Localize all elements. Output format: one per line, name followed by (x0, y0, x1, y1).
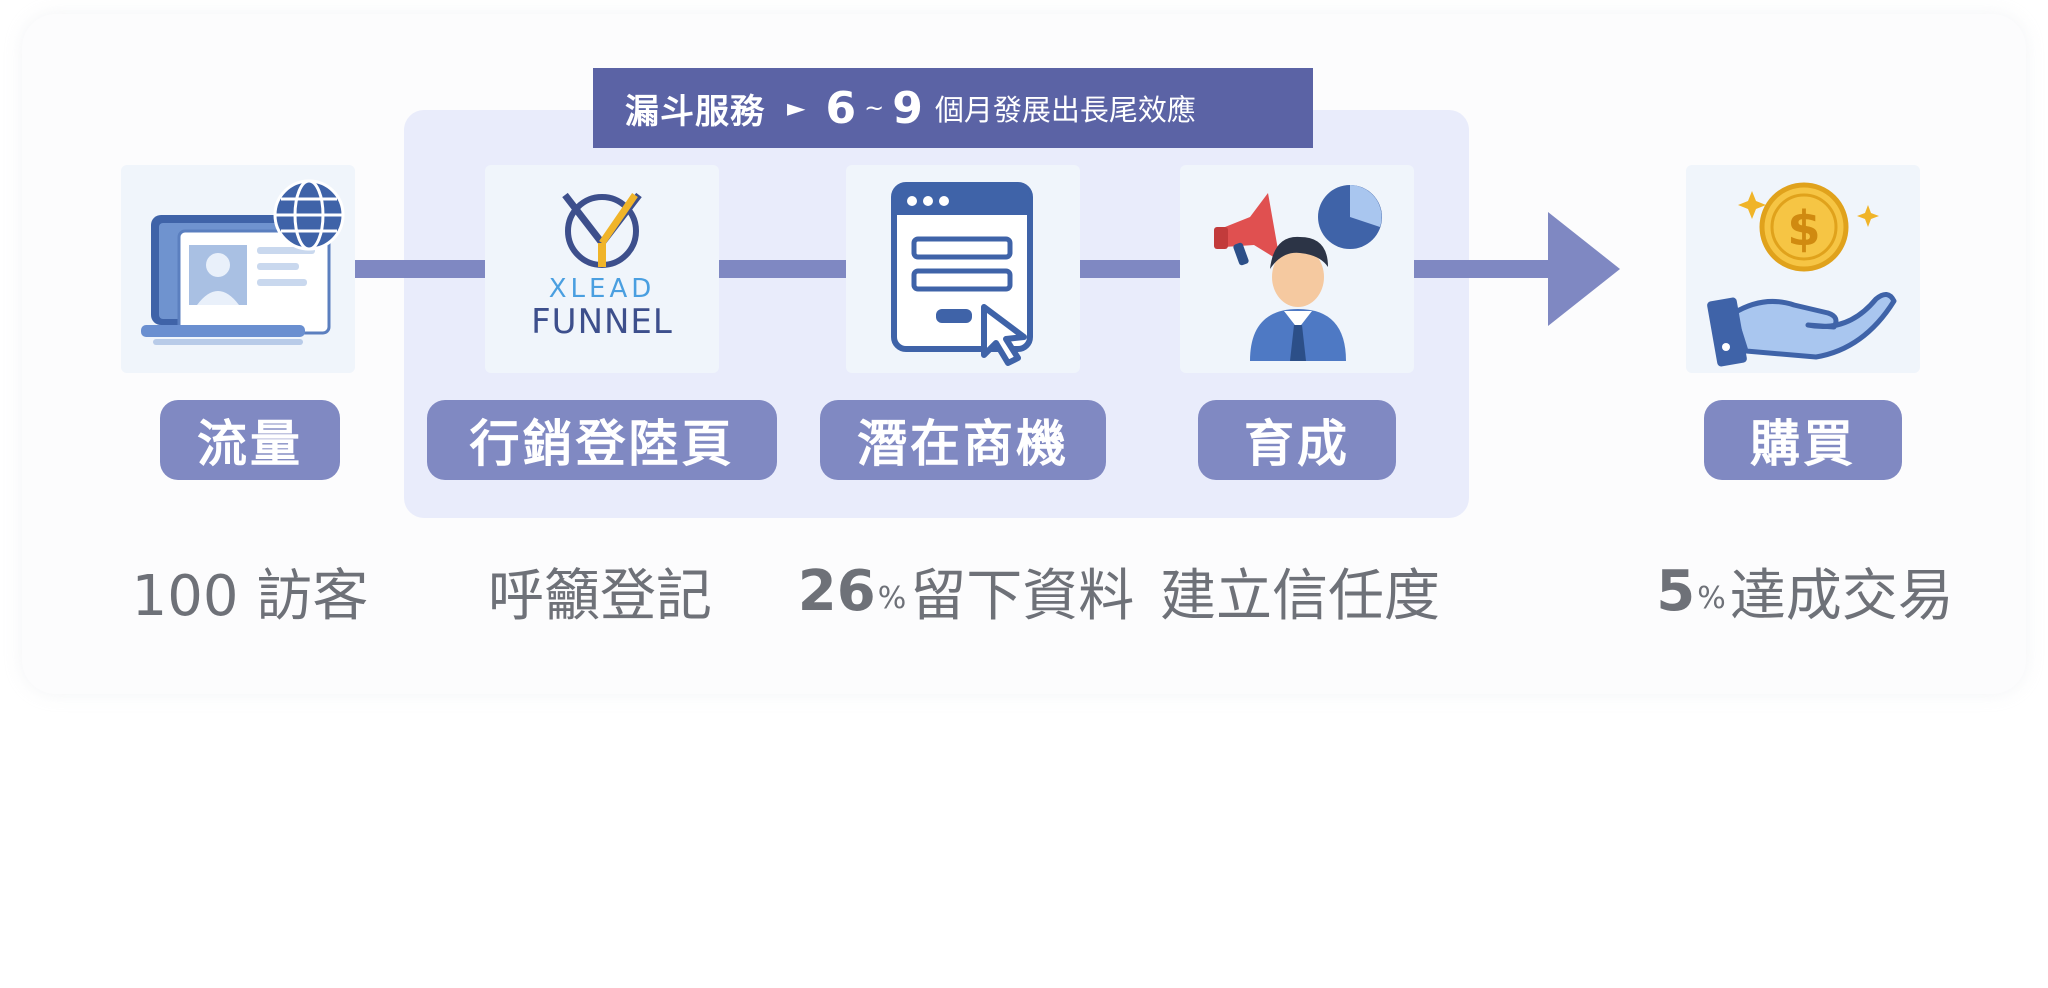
dollar-coin-icon: $ (1759, 182, 1849, 272)
range-separator: ~ (864, 94, 885, 122)
svg-text:$: $ (1787, 201, 1820, 257)
stage-leads-tile (846, 165, 1080, 373)
caption-text: 建立信任度 (1160, 563, 1440, 629)
range-start: 6 (825, 82, 857, 134)
logo-line1: XLEAD (549, 274, 656, 304)
connector-arrow-shaft (1413, 260, 1553, 278)
megaphone-icon (1214, 193, 1280, 266)
stage-caption-traffic: 100 訪客 (90, 556, 410, 629)
connector-line (1078, 260, 1182, 278)
stage-label-purchase: 購買 (1704, 400, 1902, 480)
stage-caption-nurture: 建立信任度 (1140, 556, 1460, 629)
banner-title: 漏斗服務 (625, 91, 765, 132)
pie-chart-icon (1318, 185, 1382, 249)
caption-unit: % (877, 580, 907, 616)
play-triangle-icon: ► (787, 94, 806, 122)
logo-line2: FUNNEL (531, 302, 673, 342)
stage-label-leads: 潛在商機 (820, 400, 1106, 480)
caption-number: 26 (797, 558, 876, 624)
xlead-funnel-logo: XLEAD FUNNEL (531, 192, 673, 342)
service-banner: 漏斗服務 ► 6 ~ 9 個月發展出長尾效應 (593, 68, 1313, 148)
stage-caption-leads: 26%留下資料 (786, 556, 1146, 629)
caption-unit: % (1697, 580, 1726, 616)
caption-text: 100 訪客 (131, 563, 369, 629)
caption-text: 留下資料 (910, 563, 1135, 629)
nurture-person-icon (1214, 185, 1382, 361)
hand-coin-icon: $ (1707, 182, 1897, 367)
stage-purchase-tile: $ (1686, 165, 1920, 373)
web-form-icon (891, 182, 1033, 366)
connector-line (716, 260, 850, 278)
stage-label-traffic: 流量 (160, 400, 340, 480)
banner-description: 個月發展出長尾效應 (934, 93, 1196, 127)
stage-caption-purchase: 5%達成交易 (1640, 556, 1970, 629)
stage-caption-landing-page: 呼籲登記 (430, 556, 770, 629)
range-end: 9 (892, 82, 923, 134)
stage-label-nurture: 育成 (1198, 400, 1396, 480)
caption-number: 5 (1656, 558, 1696, 624)
stage-label-landing-page: 行銷登陸頁 (427, 400, 777, 480)
stage-traffic-tile (121, 165, 355, 373)
flow-arrow-icon (1548, 212, 1620, 326)
stage-landing-tile: XLEAD FUNNEL (485, 165, 719, 373)
sparkle-icon (1738, 191, 1879, 227)
stage-nurture-tile (1180, 165, 1414, 373)
laptop-globe-icon (141, 179, 345, 345)
caption-text: 達成交易 (1729, 563, 1954, 629)
connector-line (355, 260, 485, 278)
caption-text: 呼籲登記 (488, 563, 712, 629)
